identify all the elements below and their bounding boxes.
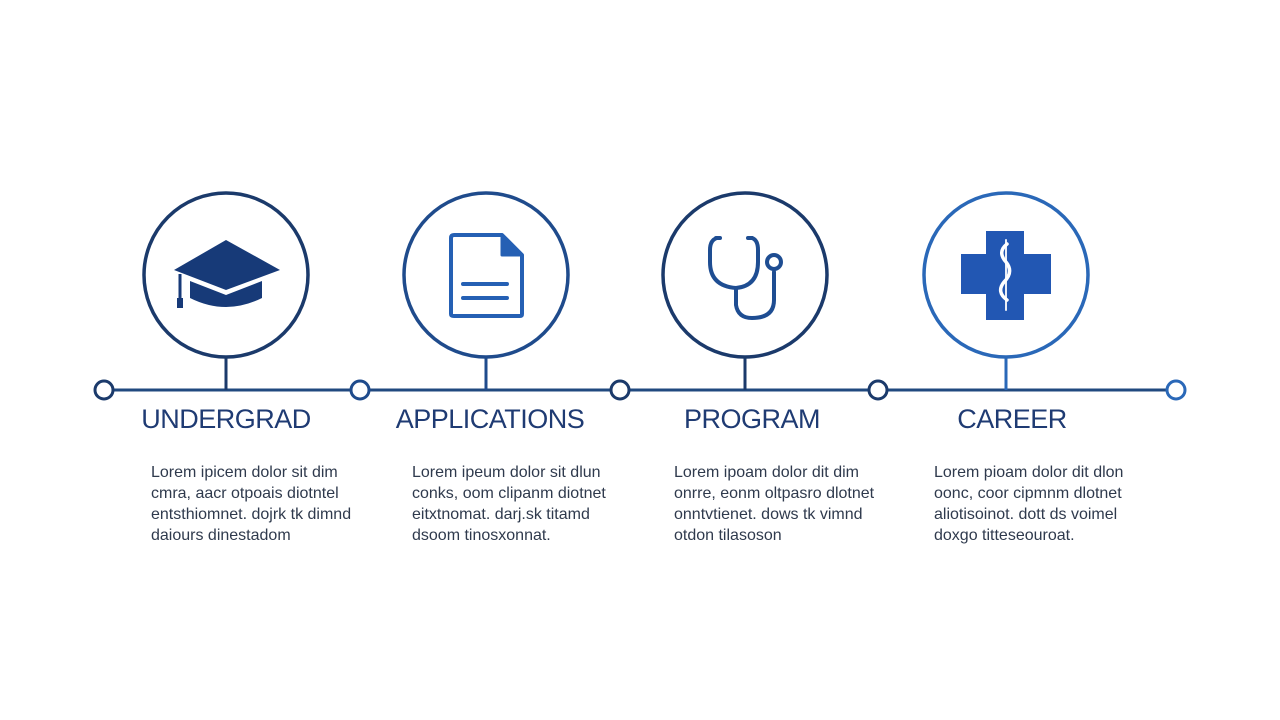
step-description-undergrad: Lorem ipicem dolor sit dim cmra, aacr ot…: [151, 462, 371, 546]
stethoscope-icon: [708, 236, 783, 320]
document-icon: [449, 233, 524, 318]
description-line: onrre, eonm oltpasro dlotnet: [674, 485, 875, 502]
description-line: eitxtnomat. darj.sk titamd: [412, 506, 590, 523]
step-title-career: CAREER: [957, 404, 1067, 434]
description-line: otdon tilasoson: [674, 527, 782, 544]
description-line: daiours dinestadom: [151, 527, 291, 544]
timeline-node-4: [867, 379, 889, 401]
timeline-node-1: [93, 379, 115, 401]
description-line: doxgo titteseouroat.: [934, 527, 1075, 544]
description-line: Lorem ipoam dolor dit dim: [674, 464, 859, 481]
graduation-cap-icon: [174, 240, 280, 308]
step-title-undergrad: UNDERGRAD: [141, 404, 311, 434]
step-description-program: Lorem ipoam dolor dit dim onrre, eonm ol…: [674, 462, 894, 546]
timeline-node-3: [609, 379, 631, 401]
timeline-node-2: [349, 379, 371, 401]
step-title-program: PROGRAM: [683, 404, 821, 434]
description-line: oonc, coor cipmnm dlotnet: [934, 485, 1122, 502]
step-circle-3: [661, 191, 829, 359]
timeline-node-5: [1165, 379, 1187, 401]
description-line: Lorem ipeum dolor sit dlun: [412, 464, 601, 481]
step-description-applications: Lorem ipeum dolor sit dlun conks, oom cl…: [412, 462, 632, 546]
description-line: Lorem ipicem dolor sit dim: [151, 464, 338, 481]
description-line: entsthiomnet. dojrk tk dimnd: [151, 506, 352, 523]
step-description-career: Lorem pioam dolor dit dlon oonc, coor ci…: [934, 462, 1154, 546]
medical-cross-icon: [961, 231, 1051, 320]
step-circle-2: [402, 191, 570, 359]
description-line: Lorem pioam dolor dit dlon: [934, 464, 1124, 481]
description-line: dsoom tinosxonnat.: [412, 527, 551, 544]
description-line: cmra, aacr otpoais diotntel: [151, 485, 339, 502]
description-line: onntvtienet. dows tk vimnd: [674, 506, 863, 523]
step-title-applications: APPLICATIONS: [395, 404, 585, 434]
description-line: conks, oom clipanm diotnet: [412, 485, 606, 502]
description-line: aliotisoinot. dott ds voimel: [934, 506, 1118, 523]
